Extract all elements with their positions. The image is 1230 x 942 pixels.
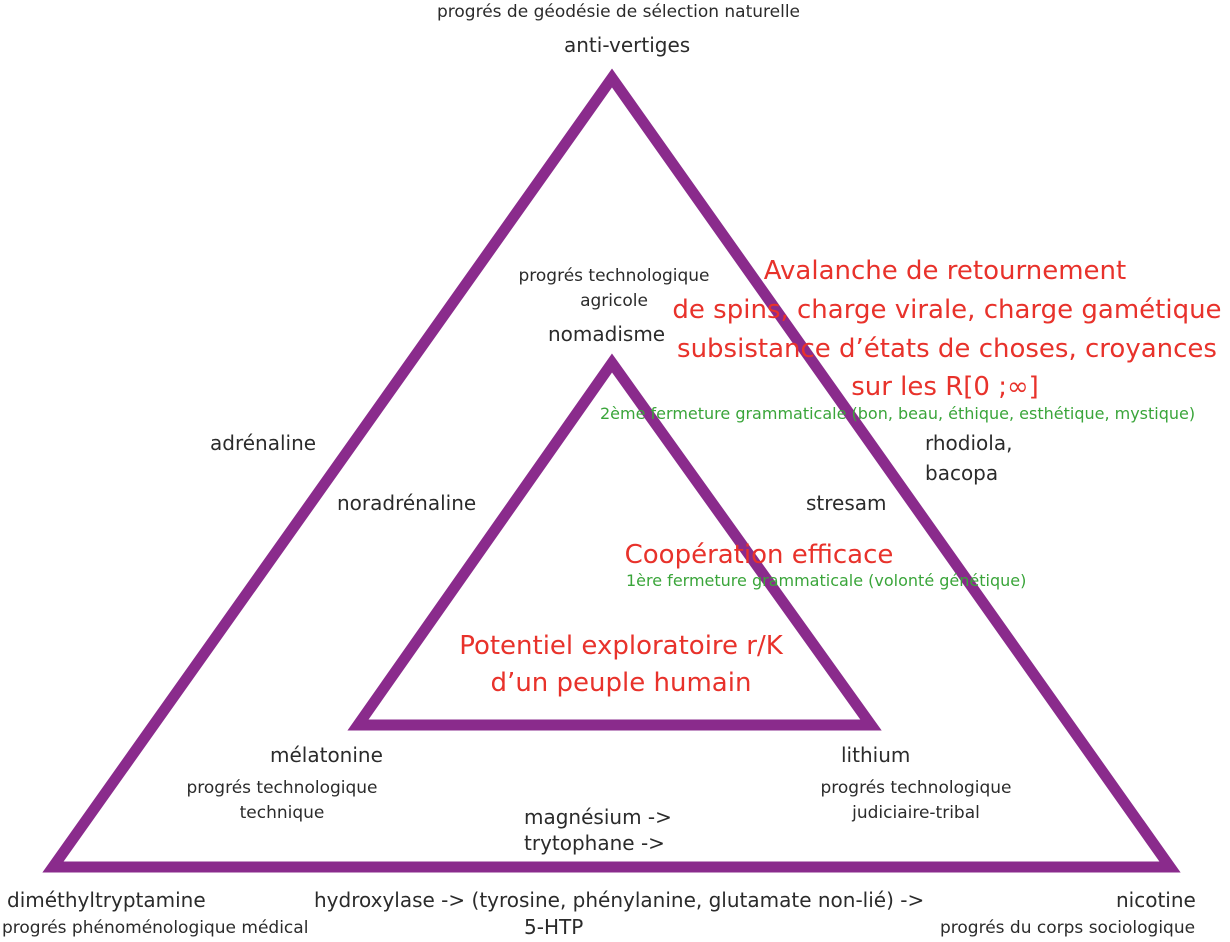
outer-bottom-left-caption: progrés phénoménologique médical [2,918,309,938]
inner-bottom-right-label: lithium [841,743,911,767]
cooperation-title: Coopération efficace [624,540,894,570]
outer-bottom-line-2: 5-HTP [524,915,584,939]
cooperation-green-note: 1ère fermeture grammaticale (volonté gén… [626,571,1027,590]
outer-top-label: anti-vertiges [564,33,691,57]
outer-bottom-left-label: diméthyltryptamine [7,888,206,912]
inner-triangle [347,353,882,731]
inner-right-side-label: stresam [806,491,887,515]
outer-bottom-right-caption: progrés du corps sociologique [940,918,1196,938]
avalanche-line-2: de spins, charge virale, charge gamétiqu… [672,295,1222,325]
avalanche-line-3: subsistance d’états de choses, croyances [677,334,1217,364]
inner-bottom-line-1: magnésium -> [524,805,672,829]
avalanche-green-note: 2ème fermeture grammaticale (bon, beau, … [600,404,1196,423]
outer-bottom-right-label: nicotine [1116,888,1196,912]
avalanche-line-4: sur les R[0 ;∞] [851,372,1039,402]
inner-top-label: nomadisme [548,322,666,346]
inner-bottom-right-caption-1: progrés technologique [820,778,1012,798]
outer-triangle [42,68,1181,873]
outer-left-side-label: adrénaline [210,431,317,455]
potential-line-2: d’un peuple humain [490,668,752,698]
inner-bottom-left-caption-1: progrés technologique [186,778,378,798]
inner-bottom-right-caption-2: judiciaire-tribal [852,803,980,823]
outer-top-caption: progrés de géodésie de sélection naturel… [437,2,801,22]
inner-left-side-label: noradrénaline [337,491,477,515]
avalanche-line-1: Avalanche de retournement [763,256,1127,286]
outer-right-side-label-2: bacopa [925,461,999,485]
inner-bottom-left-label: mélatonine [270,743,383,767]
inner-top-caption-1: progrés technologique [518,266,710,286]
inner-top-caption-2: agricole [580,291,648,311]
inner-bottom-line-2: trytophane -> [524,831,665,855]
inner-bottom-left-caption-2: technique [239,803,325,823]
potential-line-1: Potentiel exploratoire r/K [459,631,783,661]
outer-bottom-line-1: hydroxylase -> (tyrosine, phénylanine, g… [314,888,925,912]
outer-right-side-label-1: rhodiola, [925,431,1013,455]
